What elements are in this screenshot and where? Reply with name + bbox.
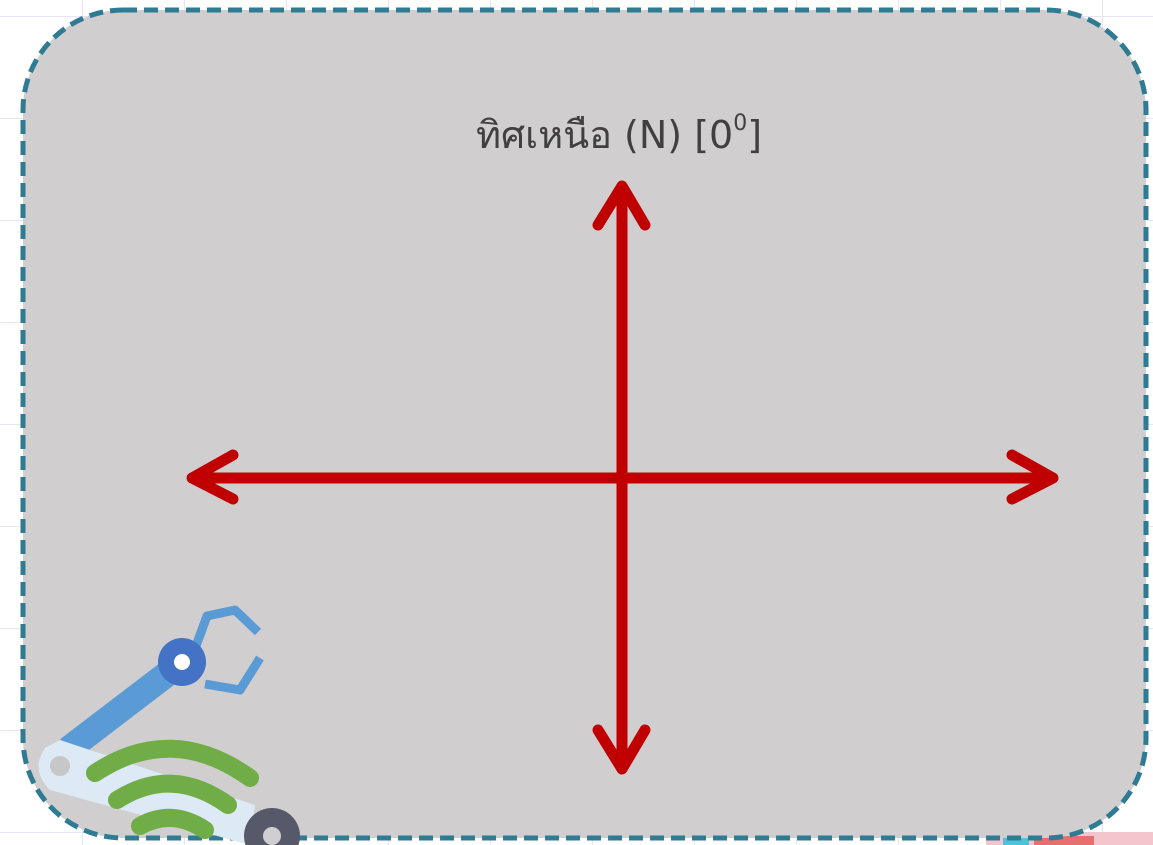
cross-arrows	[186, 180, 1059, 775]
north-label-degree: 0	[733, 111, 748, 137]
compass-panel	[20, 7, 1149, 841]
arrow-up	[592, 180, 651, 231]
north-label: ทิศเหนือ (N) [00]	[0, 104, 1153, 165]
wifi-signal-icon	[86, 739, 259, 839]
decorative-corner-tile-red	[1034, 836, 1094, 845]
north-label-text: ทิศเหนือ (N) [0	[475, 113, 734, 157]
arrow-left	[186, 449, 239, 505]
arrow-right	[1006, 449, 1059, 505]
arrow-down	[592, 724, 651, 775]
north-label-close: ]	[747, 113, 763, 157]
